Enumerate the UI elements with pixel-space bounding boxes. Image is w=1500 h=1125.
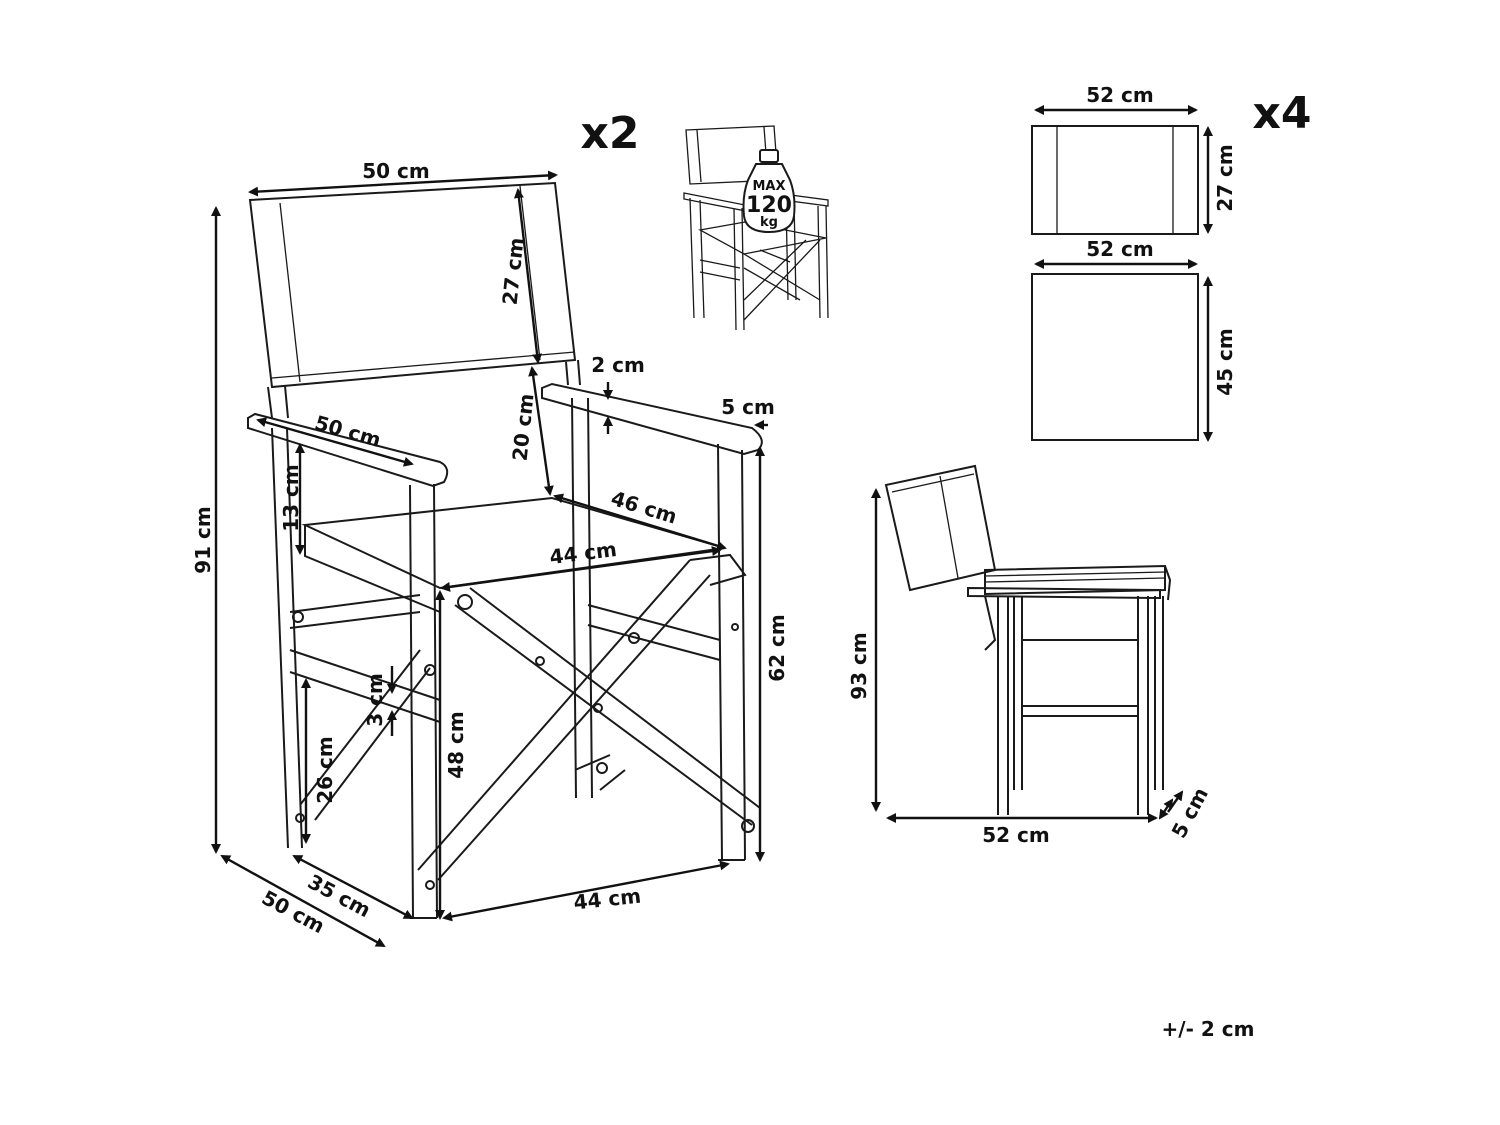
main-chair-dimension-lines [211,170,768,948]
badge-value: 120 [746,193,792,218]
label-backrest-width: 50 cm [362,159,430,183]
label-back-cover-width: 52 cm [1086,83,1154,107]
badge-max: MAX [752,179,785,194]
tolerance-note: +/- 2 cm [1162,1017,1255,1041]
label-armrest-gap: 20 cm [508,392,539,462]
label-arm-to-seat: 13 cm [279,464,303,532]
label-footrest-height: 26 cm [313,736,337,804]
label-total-height: 91 cm [191,506,215,574]
label-seat-cover-width: 52 cm [1086,237,1154,261]
folded-chair-drawing [884,464,1172,815]
load-capacity-badge: MAX 120 kg [742,149,796,234]
back-cover-drawing [1031,105,1213,235]
label-base-width: 44 cm [572,884,642,915]
label-armrest-height: 62 cm [765,614,789,682]
label-armrest-thickness: 2 cm [591,353,645,377]
chair-quantity: x2 [581,108,640,159]
seat-cover-drawing [1031,259,1213,442]
label-armrest-width: 5 cm [721,395,775,419]
label-folded-width: 52 cm [982,823,1050,847]
label-backrest-height: 27 cm [498,236,529,306]
label-back-cover-height: 27 cm [1213,144,1237,212]
label-rail-gap: 3 cm [363,673,387,727]
folded-chair-dimension-lines [871,488,1184,823]
label-folded-thickness: 5 cm [1167,783,1213,842]
label-seat-height: 48 cm [444,711,468,779]
label-folded-height: 93 cm [847,632,871,700]
label-seat-cover-height: 45 cm [1213,328,1237,396]
cover-quantity: x4 [1253,88,1312,139]
badge-unit: kg [760,215,778,230]
